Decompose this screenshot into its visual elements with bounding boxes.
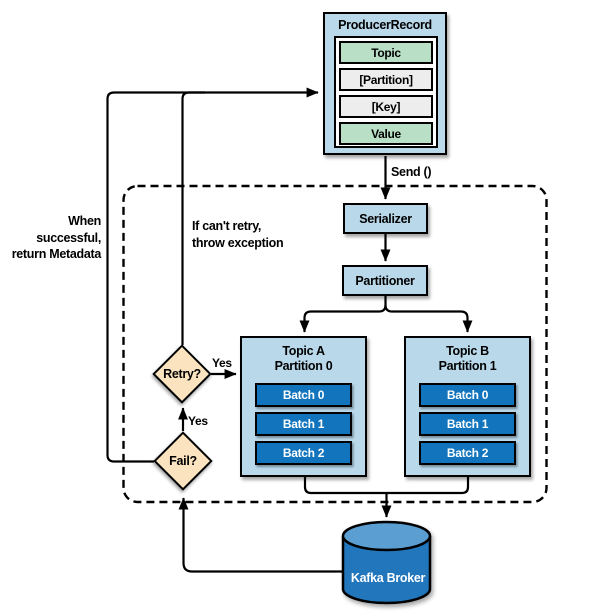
field-row-value: Value — [339, 122, 433, 145]
retry-label: Retry? — [163, 367, 201, 381]
batch-row: Batch 0 — [419, 383, 516, 407]
fail-label: Fail? — [169, 454, 197, 468]
metadata-return-line — [106, 87, 319, 463]
field-row-topic: Topic — [339, 41, 433, 64]
partitioner-box: Partitioner — [342, 265, 428, 296]
field-row-partition: [Partition] — [339, 68, 433, 91]
cylinder-top — [341, 520, 432, 552]
batch-row: Batch 1 — [255, 412, 352, 436]
batch-row: Batch 1 — [419, 412, 516, 436]
branch-right-arrow — [384, 304, 473, 333]
kafka-broker-label: Kafka Broker — [350, 571, 426, 585]
batch-row: Batch 0 — [255, 383, 352, 407]
kafka-broker-cylinder — [341, 520, 432, 605]
serializer-box: Serializer — [343, 203, 428, 234]
branch-left-arrow — [299, 296, 387, 333]
cylinder-body — [341, 536, 432, 605]
producer-record-box: ProducerRecord Topic [Partition] [Key] V… — [323, 12, 447, 155]
exception-annotation: If can't retry, throw exception — [192, 219, 284, 250]
topic-b-box: Topic B Partition 1 Batch 0 Batch 1 Batc… — [404, 336, 531, 477]
exception-line — [181, 91, 205, 345]
retry-yes-label: Yes — [212, 356, 232, 370]
topic-b-batches: Batch 0 Batch 1 Batch 2 — [406, 383, 529, 465]
producer-record-title: ProducerRecord — [338, 18, 432, 32]
batch-row: Batch 2 — [419, 441, 516, 465]
topic-a-batches: Batch 0 Batch 1 Batch 2 — [242, 383, 365, 465]
send-label: Send () — [391, 165, 432, 179]
producer-record-fields: Topic [Partition] [Key] Value — [334, 36, 438, 148]
topics-merge-line — [303, 477, 470, 495]
field-row-key: [Key] — [339, 95, 433, 118]
topic-b-title: Topic B Partition 1 — [438, 344, 497, 373]
topic-a-title: Topic A Partition 0 — [274, 344, 333, 373]
partitioner-label: Partitioner — [355, 273, 415, 288]
batch-row: Batch 2 — [255, 441, 352, 465]
success-annotation: When successful, return Metadata — [11, 214, 102, 261]
broker-return-line — [178, 497, 344, 573]
topic-a-box: Topic A Partition 0 Batch 0 Batch 1 Batc… — [240, 336, 367, 477]
serializer-label: Serializer — [359, 211, 412, 226]
producer-dashed-boundary — [122, 184, 548, 504]
fail-yes-label: Yes — [188, 414, 208, 428]
